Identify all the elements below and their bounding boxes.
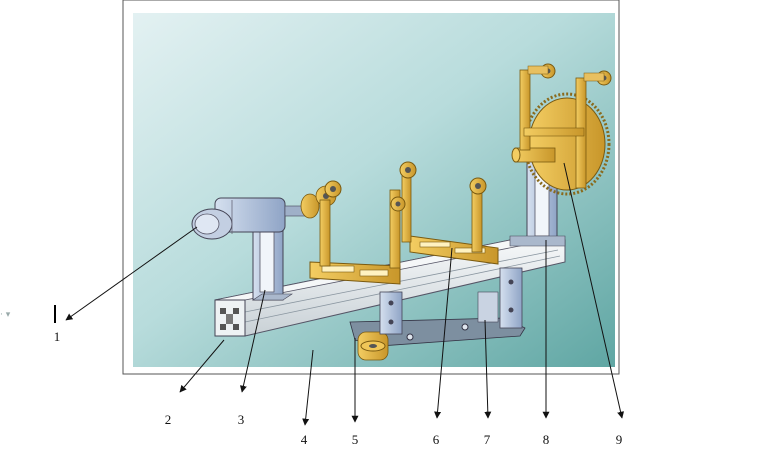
callout-label-6: 6 [432,432,440,447]
callout-label-7: 7 [483,432,491,447]
callout-label-3: 3 [237,412,245,427]
callout-label-8: 8 [542,432,550,447]
motor-assembly [191,185,337,301]
lower-plate-assembly [349,267,526,361]
callout-arrows [65,162,625,426]
callout-label-5: 5 [351,432,359,447]
callout-label-9: 9 [615,432,623,447]
callout-label-2: 2 [164,412,172,427]
callout-label-1: 1 [53,329,61,344]
callout-label-4: 4 [300,432,308,447]
yellow-carriage [309,161,499,285]
edge-marker-glyph: · ▾ [0,310,11,320]
text-cursor [54,305,56,323]
right-gear-assembly [509,63,612,247]
